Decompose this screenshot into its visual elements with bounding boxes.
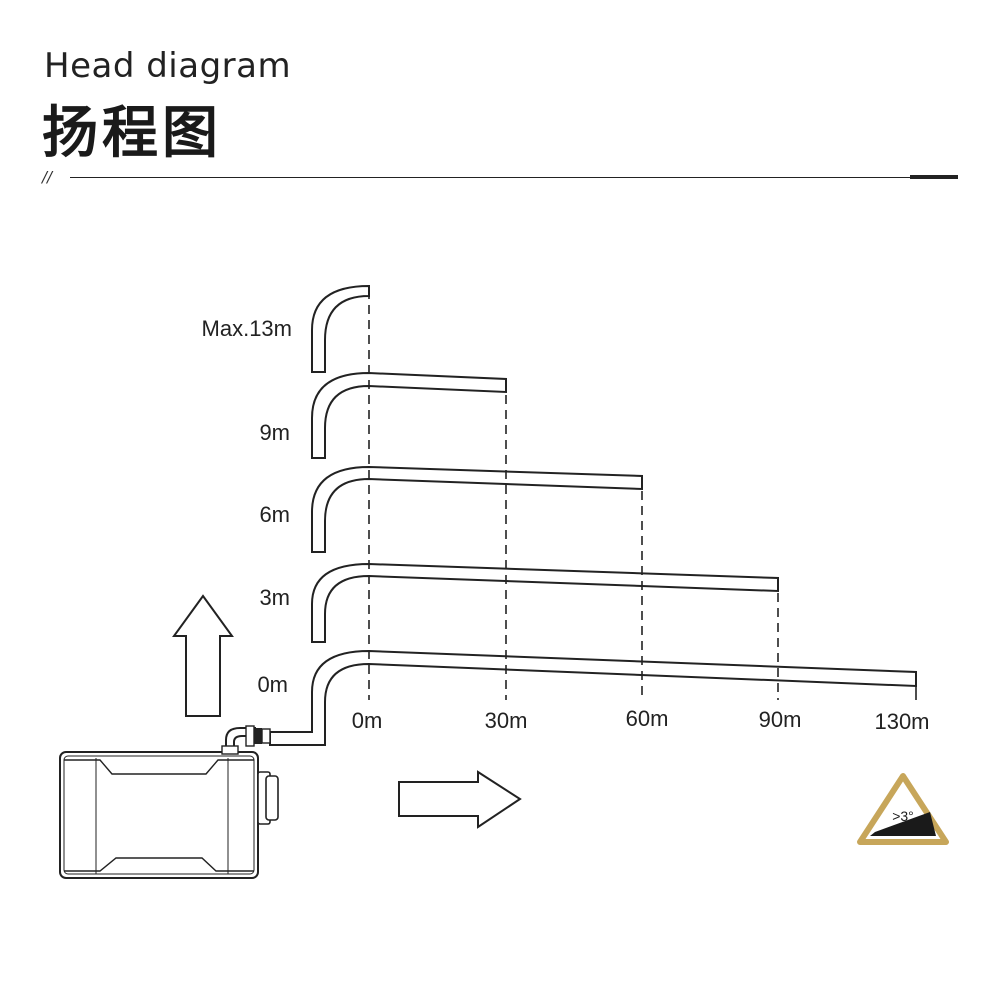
right-arrow-icon — [398, 770, 522, 829]
distance-label-60m: 60m — [626, 706, 669, 731]
slope-warning-icon: >3° — [857, 773, 949, 845]
pipe-9m — [311, 371, 507, 459]
divider-line — [70, 177, 910, 178]
pipe-6m — [311, 465, 643, 553]
head-label-6m: 6m — [259, 502, 290, 527]
title-chinese: 扬程图 — [42, 101, 222, 166]
distance-label-30m: 30m — [485, 708, 528, 733]
slope-badge-text: >3° — [892, 808, 914, 824]
pipe-0m — [269, 649, 917, 746]
head-label-max: Max.13m — [202, 316, 292, 341]
distance-label-90m: 90m — [759, 707, 802, 732]
distance-label-0m: 0m — [352, 708, 383, 733]
head-label-0m: 0m — [257, 672, 288, 697]
head-label-9m: 9m — [259, 420, 290, 445]
pump-unit — [59, 725, 279, 879]
title-english: Head diagram — [44, 46, 292, 86]
up-arrow-icon — [172, 594, 234, 717]
head-label-3m: 3m — [259, 585, 290, 610]
divider-accent — [910, 175, 958, 179]
distance-label-130m: 130m — [874, 709, 929, 734]
pipe-max-13m — [311, 284, 370, 373]
divider-marker: // — [42, 168, 53, 186]
pipe-3m — [311, 562, 779, 643]
